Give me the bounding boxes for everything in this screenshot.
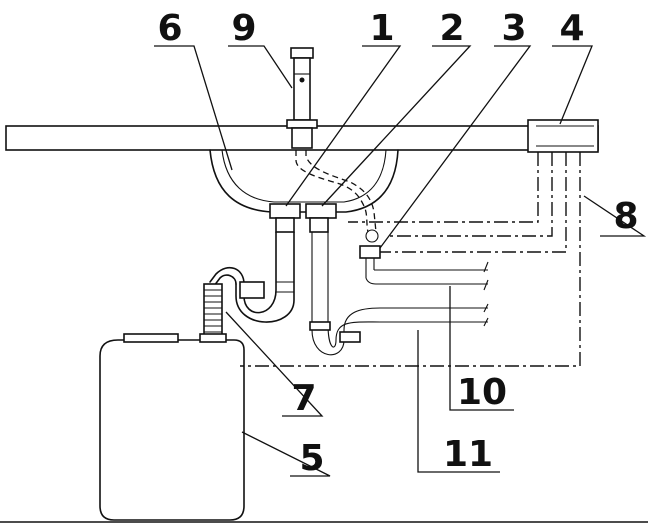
corrugated-hose xyxy=(203,283,223,341)
drain-fitting-1 xyxy=(269,203,301,233)
sink-basin-inner xyxy=(221,149,387,203)
waste-container xyxy=(99,333,245,521)
callout-9: 9 xyxy=(231,8,256,49)
trap-connector xyxy=(239,281,265,299)
callout-11: 11 xyxy=(443,434,493,475)
callout-10: 10 xyxy=(457,372,507,413)
drain-fitting-2 xyxy=(305,203,337,233)
callout-2: 2 xyxy=(439,8,464,49)
faucet xyxy=(286,47,318,149)
callout-6: 6 xyxy=(157,8,182,49)
callout-4: 4 xyxy=(559,8,584,49)
water-valve xyxy=(359,229,489,291)
callout-3: 3 xyxy=(501,8,526,49)
callout-5: 5 xyxy=(299,438,324,479)
trap-elbow-inner xyxy=(213,274,237,287)
leader-lines xyxy=(154,45,647,477)
control-wiring xyxy=(240,152,581,367)
right-drain-pipe xyxy=(309,232,489,356)
faucet-hose-1 xyxy=(295,150,369,233)
control-box xyxy=(527,119,599,153)
faucet-hose-2 xyxy=(305,150,377,233)
left-drain-pipe-outer xyxy=(243,231,277,314)
left-drain-pipe-inner xyxy=(235,231,295,323)
trap-elbow-top xyxy=(209,266,245,285)
callout-1: 1 xyxy=(369,8,394,49)
callout-8: 8 xyxy=(613,196,638,237)
callout-7: 7 xyxy=(291,378,316,419)
